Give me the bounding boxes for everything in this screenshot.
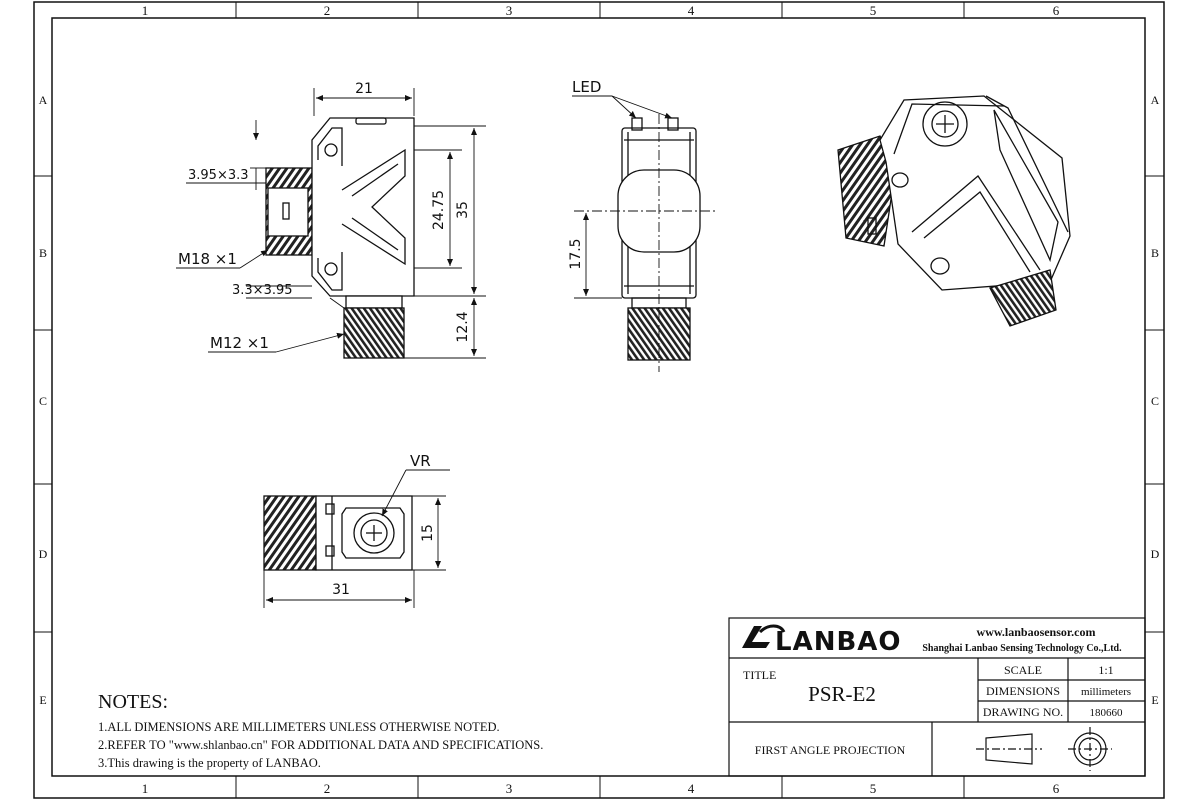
col-label-top-6: 6 (1053, 3, 1060, 18)
note-item-3: 3.This drawing is the property of LANBAO… (98, 756, 321, 770)
notes-heading: NOTES: (98, 691, 168, 713)
inner-frame (51, 17, 1146, 777)
grid-dividers (34, 2, 1164, 798)
scale-value: 1:1 (1098, 663, 1113, 677)
top-view-dimensions (263, 469, 450, 608)
vr-label: VR (410, 452, 431, 470)
row-label-right-d: D (1151, 547, 1160, 561)
front-view-dimensions (176, 88, 486, 359)
front-view (265, 117, 415, 359)
note-item-1: 1.ALL DIMENSIONS ARE MILLIMETERS UNLESS … (98, 720, 500, 734)
col-label-top-1: 1 (142, 3, 149, 18)
col-label-top-5: 5 (870, 3, 877, 18)
col-label-bottom-5: 5 (870, 781, 877, 796)
dim-top-length: 31 (332, 582, 350, 598)
notes: NOTES: 1.ALL DIMENSIONS ARE MILLIMETERS … (98, 691, 543, 770)
title-block (728, 617, 1146, 777)
dim-height-35: 35 (455, 201, 471, 219)
side-view-dimensions (572, 95, 716, 372)
company-logo-text: LANBAO (775, 627, 902, 657)
scale-label: SCALE (1004, 663, 1042, 677)
isometric-view (837, 95, 1071, 327)
row-label-right-b: B (1151, 246, 1159, 260)
col-label-top-4: 4 (688, 3, 695, 18)
drawing-title: PSR-E2 (808, 682, 876, 706)
top-view (263, 495, 413, 571)
col-label-bottom-4: 4 (688, 781, 695, 796)
dim-thread-pitch-bottom: 3.3×3.95 (232, 283, 293, 298)
drawing-no-value: 180660 (1090, 707, 1124, 719)
dim-thread-pitch-top: 3.95×3.3 (188, 168, 249, 183)
row-label-right-e: E (1151, 693, 1158, 707)
company-name: Shanghai Lanbao Sensing Technology Co.,L… (922, 643, 1122, 654)
row-label-left-e: E (39, 693, 46, 707)
col-label-bottom-3: 3 (506, 781, 513, 796)
col-label-top-3: 3 (506, 3, 513, 18)
col-label-bottom-6: 6 (1053, 781, 1060, 796)
drawing-no-label: DRAWING NO. (983, 705, 1063, 719)
dim-inner-height: 24.75 (431, 190, 447, 230)
col-label-top-2: 2 (324, 3, 331, 18)
dimensions-label: DIMENSIONS (986, 684, 1060, 698)
dim-top-height: 15 (420, 524, 436, 542)
row-label-left-c: C (39, 394, 47, 408)
col-label-bottom-1: 1 (142, 781, 149, 796)
dim-m18: M18 ×1 (178, 250, 237, 268)
col-label-bottom-2: 2 (324, 781, 331, 796)
row-label-right-c: C (1151, 394, 1159, 408)
lanbao-logo-mark (742, 624, 786, 648)
row-label-left-a: A (39, 93, 48, 107)
projection-label: FIRST ANGLE PROJECTION (755, 743, 906, 757)
dim-connector-length: 12.4 (455, 311, 471, 342)
note-item-2: 2.REFER TO "www.shlanbao.cn" FOR ADDITIO… (98, 738, 543, 752)
row-label-right-a: A (1151, 93, 1160, 107)
dim-width-21: 21 (355, 81, 373, 97)
first-angle-projection-symbol (976, 727, 1112, 771)
dimensions-value: millimeters (1081, 686, 1131, 698)
led-label: LED (572, 78, 601, 96)
title-label: TITLE (743, 668, 776, 682)
row-label-left-b: B (39, 246, 47, 260)
dim-m12: M12 ×1 (210, 334, 269, 352)
dim-axis-height: 17.5 (568, 238, 584, 269)
company-website: www.lanbaosensor.com (977, 625, 1096, 639)
outer-frame (33, 1, 1165, 799)
row-label-left-d: D (39, 547, 48, 561)
